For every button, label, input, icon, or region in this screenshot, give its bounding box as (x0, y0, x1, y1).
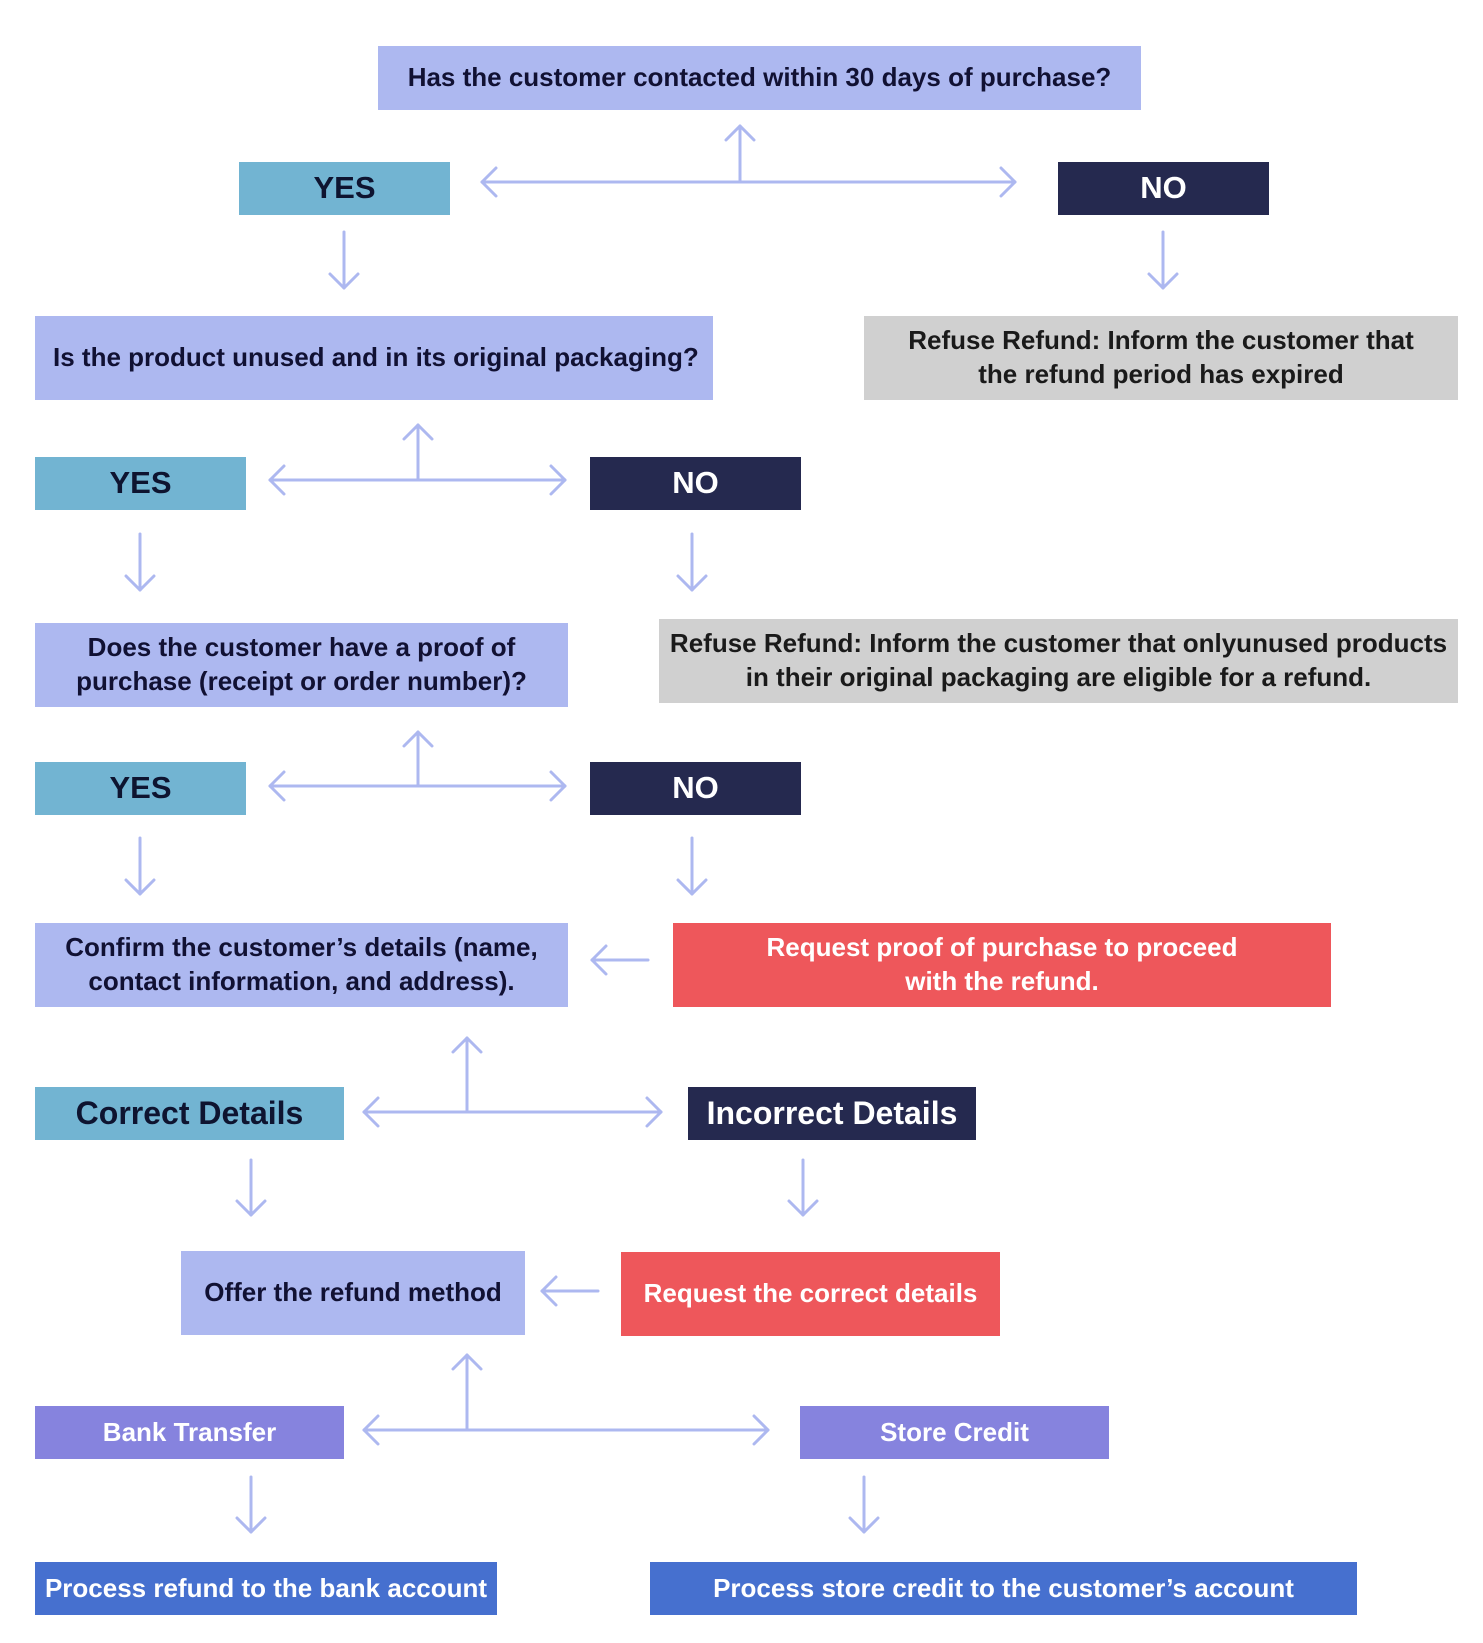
store-credit-label: Store Credit (880, 1416, 1029, 1447)
arrow-no-to-refuse2-head (676, 574, 708, 592)
branch-proof-left-head (268, 770, 286, 802)
request-proof-of-purchase-line2: with the refund. (905, 966, 1099, 996)
process-store-credit: Process store credit to the customer’s a… (650, 1562, 1357, 1615)
yes-box-unused: YES (35, 457, 246, 510)
request-proof-of-purchase-line1: Request proof of purchase to proceed (766, 932, 1238, 963)
branch-30-days-up-head (724, 124, 756, 142)
no-label: NO (672, 770, 719, 806)
offer-refund-method: Offer the refund method (181, 1251, 525, 1335)
incorrect-details-label: Incorrect Details (706, 1094, 958, 1131)
question-contact-within-30-days: Has the customer contacted within 30 day… (378, 46, 1141, 110)
store-credit-box: Store Credit (800, 1406, 1109, 1459)
branch-30-days-right-head (999, 166, 1017, 198)
arrow-store-to-process-head (848, 1516, 880, 1534)
yes-label: YES (109, 770, 172, 806)
yes-box-30-days: YES (239, 162, 450, 215)
arrow-no-to-refuse1-head (1147, 272, 1179, 290)
branch-details-left-head (362, 1096, 380, 1128)
refuse-refund-used-product: Refuse Refund: Inform the customer that … (659, 619, 1458, 703)
confirm-customer-details: Confirm the customer’s details (name, co… (35, 923, 568, 1007)
question-proof-of-purchase-line1: Does the customer have a proof of (87, 632, 516, 663)
request-correct-details: Request the correct details (621, 1252, 1000, 1336)
branch-details-up-head (451, 1036, 483, 1054)
no-box-unused: NO (590, 457, 801, 510)
bank-transfer-label: Bank Transfer (102, 1416, 277, 1447)
branch-unused-left-head (268, 464, 286, 496)
arrow-request-to-offer-head (540, 1275, 558, 1307)
correct-details-box: Correct Details (35, 1087, 344, 1140)
branch-method-up-head (451, 1353, 483, 1371)
refuse-refund-used-product-line2: in their original packaging are eligible… (745, 662, 1372, 692)
bank-transfer-box: Bank Transfer (35, 1406, 344, 1459)
no-box-proof: NO (590, 762, 801, 815)
no-box-30-days: NO (1058, 162, 1269, 215)
correct-details-label: Correct Details (75, 1094, 304, 1131)
branch-method-left-head (362, 1414, 380, 1446)
arrow-yes-to-q2-head (328, 272, 360, 290)
refuse-refund-expired-line2: the refund period has expired (978, 359, 1344, 389)
yes-label: YES (313, 170, 376, 206)
process-store-credit-text: Process store credit to the customer’s a… (713, 1572, 1294, 1603)
branch-details-right-head (645, 1096, 663, 1128)
process-bank-refund-text: Process refund to the bank account (44, 1572, 488, 1603)
confirm-customer-details-line2: contact information, and address). (88, 966, 515, 996)
arrow-incorrect-to-request-head (787, 1199, 819, 1217)
no-label: NO (672, 465, 719, 501)
branch-30-days-left-head (480, 166, 498, 198)
refuse-refund-expired-line1: Refuse Refund: Inform the customer that (908, 325, 1414, 356)
question-contact-within-30-days-text: Has the customer contacted within 30 day… (407, 62, 1112, 93)
process-bank-refund: Process refund to the bank account (35, 1562, 497, 1615)
refuse-refund-used-product-line1: Refuse Refund: Inform the customer that … (669, 628, 1448, 659)
branch-proof-up-head (402, 730, 434, 748)
question-product-unused-text: Is the product unused and in its origina… (53, 342, 699, 373)
arrow-correct-to-offer-head (235, 1199, 267, 1217)
no-label: NO (1140, 170, 1187, 206)
arrow-no-to-request-proof-head (676, 878, 708, 896)
refuse-refund-expired: Refuse Refund: Inform the customer that … (864, 316, 1458, 400)
arrow-bank-to-process-head (235, 1516, 267, 1534)
offer-refund-method-text: Offer the refund method (204, 1277, 502, 1308)
arrow-yes-to-confirm-head (124, 878, 156, 896)
request-correct-details-text: Request the correct details (643, 1278, 978, 1309)
confirm-customer-details-line1: Confirm the customer’s details (name, (65, 932, 538, 963)
branch-method-right-head (752, 1414, 770, 1446)
question-product-unused: Is the product unused and in its origina… (35, 316, 713, 400)
yes-label: YES (109, 465, 172, 501)
branch-unused-right-head (549, 464, 567, 496)
branch-proof-right-head (549, 770, 567, 802)
question-proof-of-purchase-line2: purchase (receipt or order number)? (76, 666, 527, 696)
question-proof-of-purchase: Does the customer have a proof of purcha… (35, 623, 568, 707)
arrow-yes-to-q3-head (124, 574, 156, 592)
yes-box-proof: YES (35, 762, 246, 815)
arrow-request-proof-to-confirm-head (590, 944, 608, 976)
branch-unused-up-head (402, 423, 434, 441)
incorrect-details-box: Incorrect Details (688, 1087, 976, 1140)
request-proof-of-purchase: Request proof of purchase to proceed wit… (673, 923, 1331, 1007)
